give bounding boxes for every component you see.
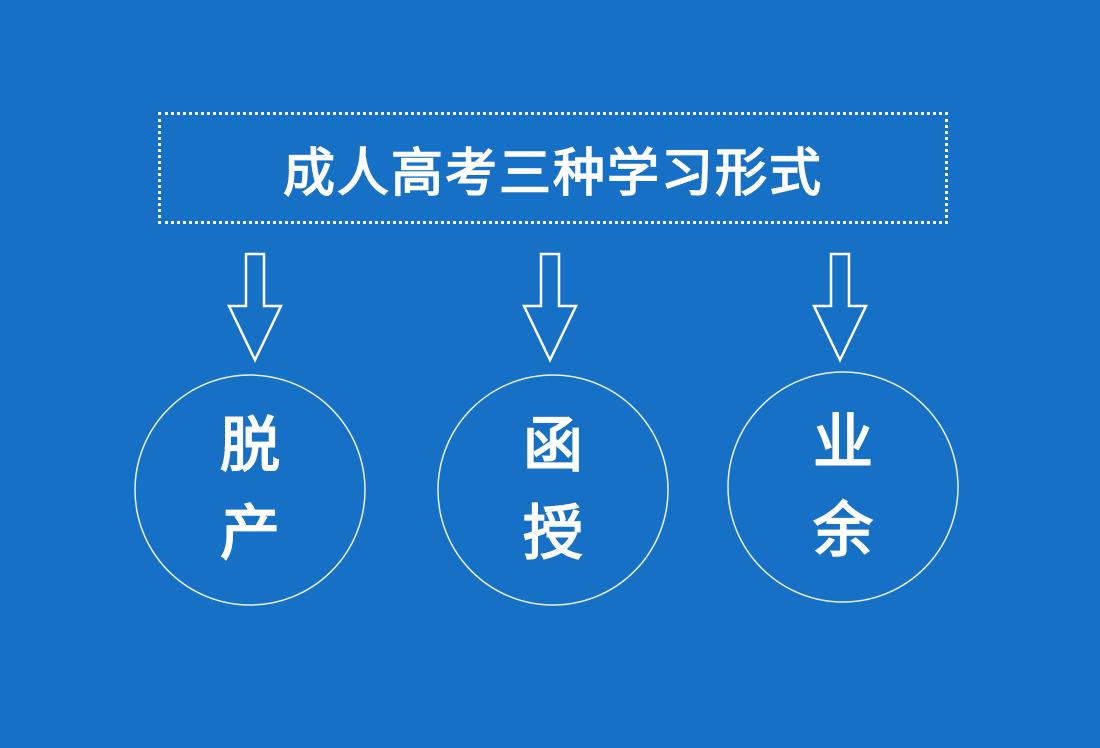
form-label-line1: 业: [813, 408, 873, 478]
circle-full-time: [134, 374, 366, 606]
down-arrow-icon: [522, 252, 578, 363]
diagram-title: 成人高考三种学习形式: [282, 142, 823, 204]
form-correspondence: 函 授: [438, 402, 668, 578]
form-label-line2: 产: [220, 499, 280, 569]
circle-correspondence: [437, 374, 669, 606]
title-box: 成人高考三种学习形式: [158, 112, 948, 224]
down-arrow-icon: [812, 252, 868, 363]
down-arrow-icon: [227, 252, 283, 363]
form-label-line2: 余: [813, 496, 873, 566]
form-label-line1: 脱: [220, 411, 280, 481]
form-part-time: 业 余: [728, 399, 958, 575]
form-label-line2: 授: [523, 499, 583, 569]
form-full-time: 脱 产: [135, 402, 365, 578]
form-label-line1: 函: [523, 411, 583, 481]
circle-part-time: [727, 371, 959, 603]
